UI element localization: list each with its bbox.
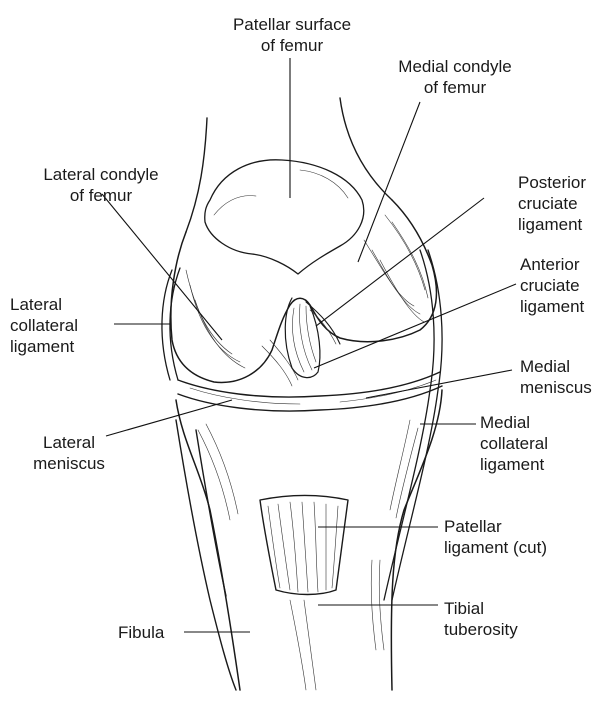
label-lateral-collateral: Lateral collateral ligament [10, 294, 110, 357]
label-medial-collateral: Medial collateral ligament [480, 412, 570, 475]
cruciate-ligaments-shape [262, 298, 340, 386]
tibial-tuberosity-shading [290, 600, 316, 690]
label-medial-condyle: Medial condyle of femur [386, 56, 524, 98]
label-lateral-meniscus: Lateral meniscus [26, 432, 112, 474]
fibula-shape [176, 420, 236, 690]
patellar-ligament-fibers [268, 502, 338, 592]
leader-posterior-cruciate [316, 198, 484, 326]
tibia-shading [198, 420, 418, 650]
leader-medial-condyle [358, 102, 420, 262]
label-posterior-cruciate: Posterior cruciate ligament [518, 172, 606, 235]
tibia-outline [176, 390, 442, 690]
medial-collateral-ligament-shape [384, 250, 442, 600]
leader-medial-meniscus [366, 370, 512, 398]
label-medial-meniscus: Medial meniscus [520, 356, 608, 398]
label-patellar-ligament: Patellar ligament (cut) [444, 516, 570, 558]
label-lateral-condyle: Lateral condyle of femur [12, 164, 190, 206]
leader-lateral-meniscus [106, 400, 232, 436]
leader-anterior-cruciate [314, 284, 516, 368]
label-fibula: Fibula [118, 622, 182, 643]
label-patellar-surface: Patellar surface of femur [224, 14, 360, 56]
label-anterior-cruciate: Anterior cruciate ligament [520, 254, 608, 317]
patellar-surface-shape [205, 160, 364, 274]
label-tibial-tuberosity: Tibial tuberosity [444, 598, 554, 640]
